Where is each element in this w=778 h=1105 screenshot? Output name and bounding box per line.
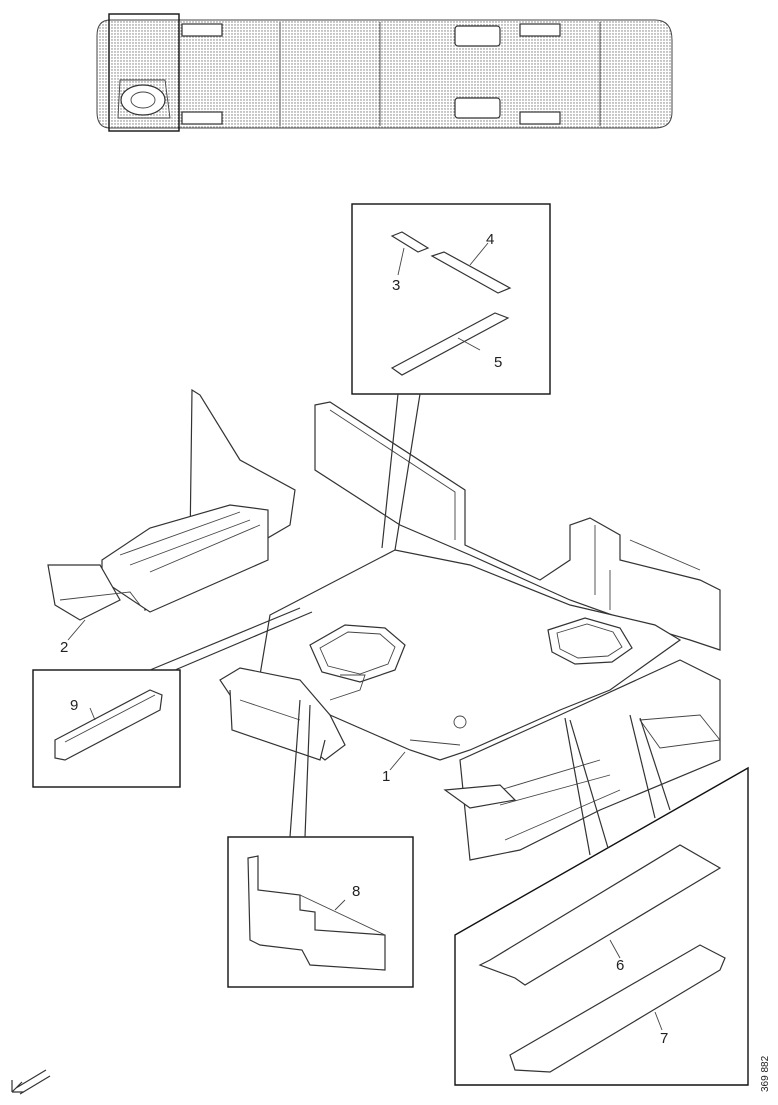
inset-part-9 [32, 607, 313, 788]
direction-arrow-icon [11, 1069, 51, 1095]
callout-9: 9 [70, 697, 78, 714]
callout-7: 7 [660, 1030, 668, 1047]
inset-part-8 [227, 699, 414, 988]
bus-overview [96, 13, 673, 132]
callout-3: 3 [392, 277, 400, 294]
callout-2: 2 [60, 639, 68, 656]
callout-1: 1 [382, 768, 390, 785]
callout-5: 5 [494, 354, 502, 371]
floor-assembly [47, 388, 721, 861]
callout-8: 8 [352, 883, 360, 900]
callout-4: 4 [486, 231, 494, 248]
callout-6: 6 [616, 957, 624, 974]
highlight-frame [108, 13, 180, 132]
reference-number: 369 882 [760, 1055, 771, 1092]
inset-parts-6-7 [454, 714, 749, 1086]
inset-parts-3-4-5 [351, 203, 551, 551]
